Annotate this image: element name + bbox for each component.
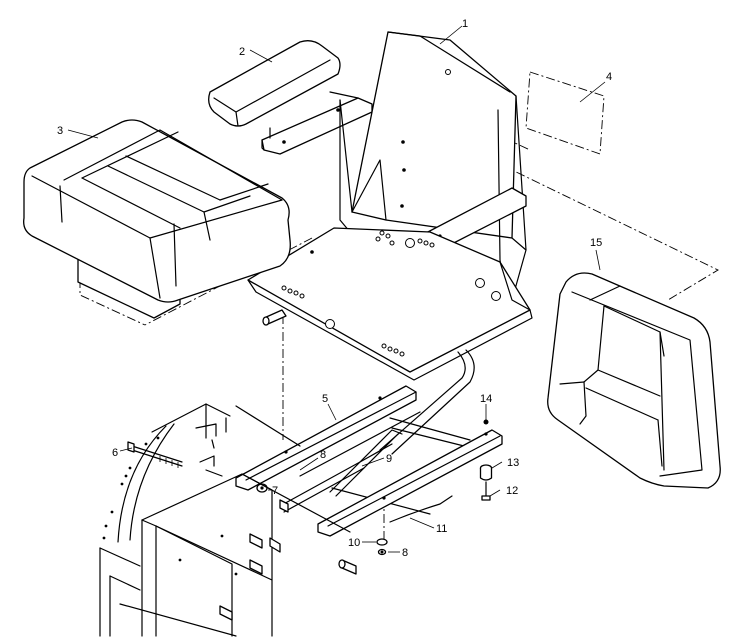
callout-4: 4 xyxy=(606,71,612,83)
callout-1: 1 xyxy=(462,18,468,30)
callout-15: 15 xyxy=(590,237,602,249)
callout-6: 6 xyxy=(112,447,118,459)
callout-13: 13 xyxy=(507,457,519,469)
callouts: 1 2 3 4 5 6 7 8 9 10 11 12 13 14 15 8 xyxy=(57,18,612,559)
callout-3: 3 xyxy=(57,125,63,137)
armrest-pad xyxy=(208,40,341,127)
callout-5: 5 xyxy=(322,393,328,405)
callout-11: 11 xyxy=(436,523,447,535)
machine-chassis xyxy=(99,403,357,637)
slide-rail-assembly xyxy=(127,349,503,556)
back-cushion xyxy=(547,272,721,489)
callout-7: 7 xyxy=(272,485,278,497)
seat-frame xyxy=(247,31,533,381)
callout-10: 10 xyxy=(348,537,360,549)
callout-9: 9 xyxy=(386,453,392,465)
callout-12: 12 xyxy=(506,485,518,497)
armrest-assembly xyxy=(208,40,373,155)
callout-8-upper: 8 xyxy=(320,449,326,461)
callout-2: 2 xyxy=(239,46,245,58)
back-panel-plate xyxy=(525,71,605,155)
callout-14: 14 xyxy=(480,393,492,405)
callout-8-lower: 8 xyxy=(402,547,408,559)
seat-cushion xyxy=(23,119,291,319)
